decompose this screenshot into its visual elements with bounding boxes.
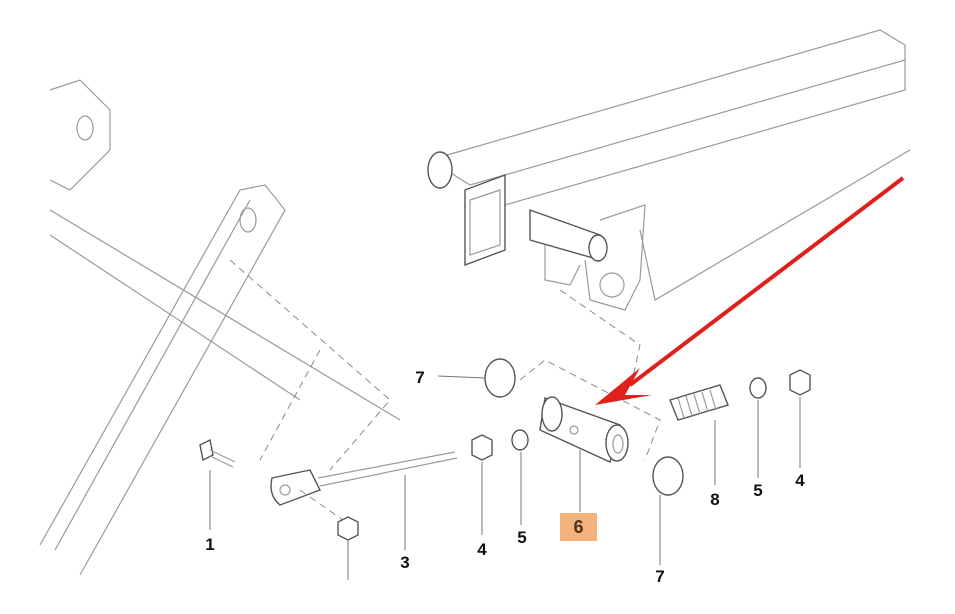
- washer-5-right: [749, 377, 767, 399]
- bolt-1: [199, 438, 236, 468]
- circlip-7-bottom: [652, 456, 684, 496]
- callout-7-top: 7: [415, 368, 424, 387]
- circlip-7-top: [484, 358, 516, 398]
- washer-5-left: [511, 429, 529, 451]
- left-frame: [39, 79, 401, 576]
- spring-8: [669, 384, 729, 421]
- leader-lines: [209, 375, 801, 580]
- callout-1: 1: [205, 535, 214, 554]
- callout-8: 8: [710, 490, 719, 509]
- nut-4-right: [789, 369, 811, 396]
- eyebolt-3: [270, 451, 458, 526]
- nut-4-left: [471, 434, 493, 461]
- nut-bottom: [337, 516, 359, 541]
- callout-6-highlighted: 6: [560, 513, 597, 541]
- callout-5-left: 5: [517, 528, 526, 547]
- callout-3: 3: [400, 553, 409, 572]
- callout-4-left: 4: [477, 540, 487, 559]
- red-pointer-arrow: [595, 176, 905, 405]
- upper-frame: [427, 29, 911, 391]
- callout-7-bottom: 7: [655, 567, 664, 586]
- callout-5-right: 5: [753, 481, 762, 500]
- pin-6: [519, 359, 661, 463]
- callout-4-right: 4: [795, 471, 805, 490]
